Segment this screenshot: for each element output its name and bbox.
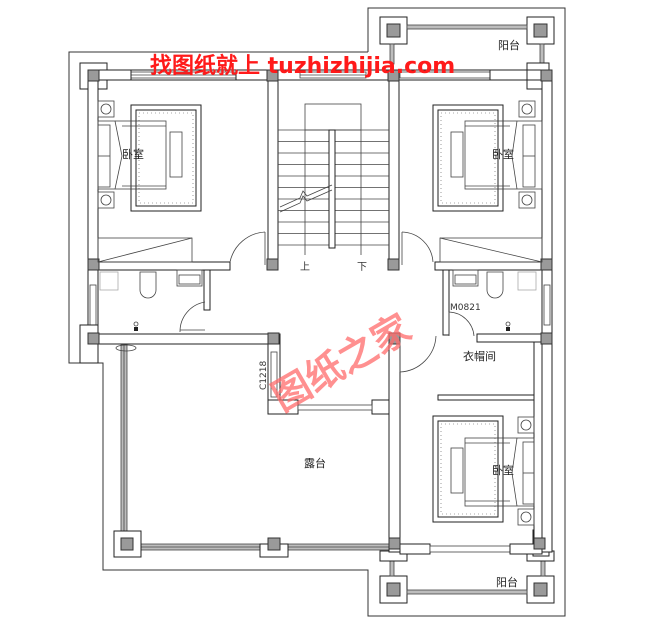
bathroom-fixtures (99, 269, 537, 331)
doors (179, 231, 475, 373)
label-stair-up: 上 (300, 261, 310, 273)
label-balcony-south: 阳台 (496, 575, 518, 589)
label-balcony-north: 阳台 (498, 38, 520, 52)
terrace-railing (113, 344, 392, 558)
south-balcony (379, 529, 555, 604)
label-terrace: 露台 (304, 456, 326, 470)
watermark-banner: 找图纸就上 tuzhizhijia.com (150, 53, 455, 79)
site-outline (68, 7, 566, 617)
room-labels: 卧室 卧室 卧室 阳台 阳台 露台 衣帽间 上 下 M0821 C1218 (122, 38, 520, 589)
label-bedroom-ne: 卧室 (492, 147, 514, 161)
label-cloakroom: 衣帽间 (463, 349, 496, 363)
bed-se (432, 415, 535, 526)
label-stair-down: 下 (357, 262, 367, 273)
label-window-code: C1218 (259, 361, 269, 390)
wardrobes (97, 237, 543, 263)
staircase (278, 103, 389, 255)
label-bedroom-se: 卧室 (492, 463, 514, 477)
label-door-code: M0821 (450, 303, 481, 313)
bed-ne (432, 100, 543, 212)
label-bedroom-nw: 卧室 (122, 147, 144, 161)
columns (87, 69, 553, 550)
bed-nw (97, 100, 202, 212)
